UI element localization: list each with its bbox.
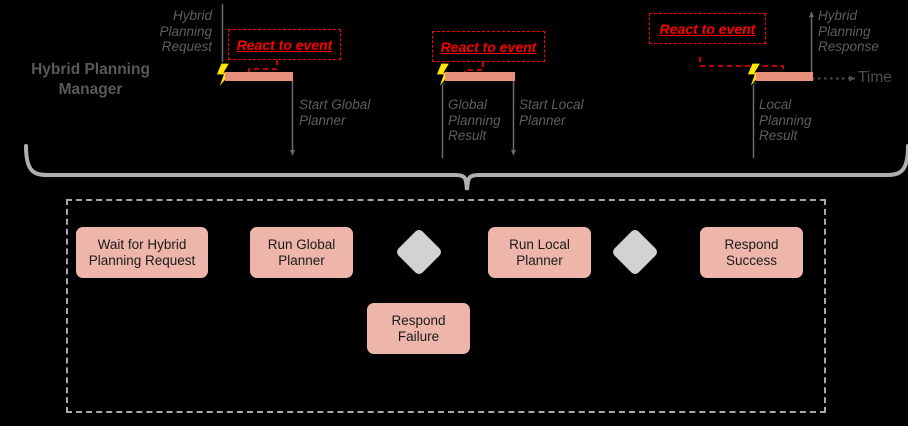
label-global-planning-result: Global Planning Result [448,97,501,143]
callout-label: React to event [659,20,756,37]
label-hybrid-planning-request: Hybrid Planning Request [159,8,212,54]
callout-leader-2 [464,62,484,73]
timeline-bar-2 [445,72,515,81]
grouping-brace [24,144,908,191]
state-machine-container [66,199,826,413]
callout-leader-3 [699,57,784,73]
callout-leader-1 [248,60,278,73]
label-time-axis: Time [858,69,892,86]
state-respond-success[interactable]: Respond Success [700,227,803,278]
label-start-local-planner: Start Local Planner [519,97,584,128]
state-wait-for-hybrid-planning-request[interactable]: Wait for Hybrid Planning Request [76,227,208,278]
state-run-local-planner[interactable]: Run Local Planner [488,227,591,278]
timeline-bar-3 [756,72,813,81]
label-local-planning-result: Local Planning Result [759,97,812,143]
timeline-bar-1 [225,72,293,81]
state-run-global-planner[interactable]: Run Global Planner [250,227,353,278]
callout-react-to-event-3[interactable]: React to event [649,13,766,44]
callout-label: React to event [236,36,333,53]
callout-react-to-event-2[interactable]: React to event [432,31,545,62]
label-hybrid-planning-response: Hybrid Planning Response [818,8,879,54]
callout-label: React to event [440,38,537,55]
callout-react-to-event-1[interactable]: React to event [228,29,341,60]
label-start-global-planner: Start Global Planner [299,97,371,128]
page-title: Hybrid Planning Manager [31,61,150,98]
state-respond-failure[interactable]: Respond Failure [367,303,470,354]
